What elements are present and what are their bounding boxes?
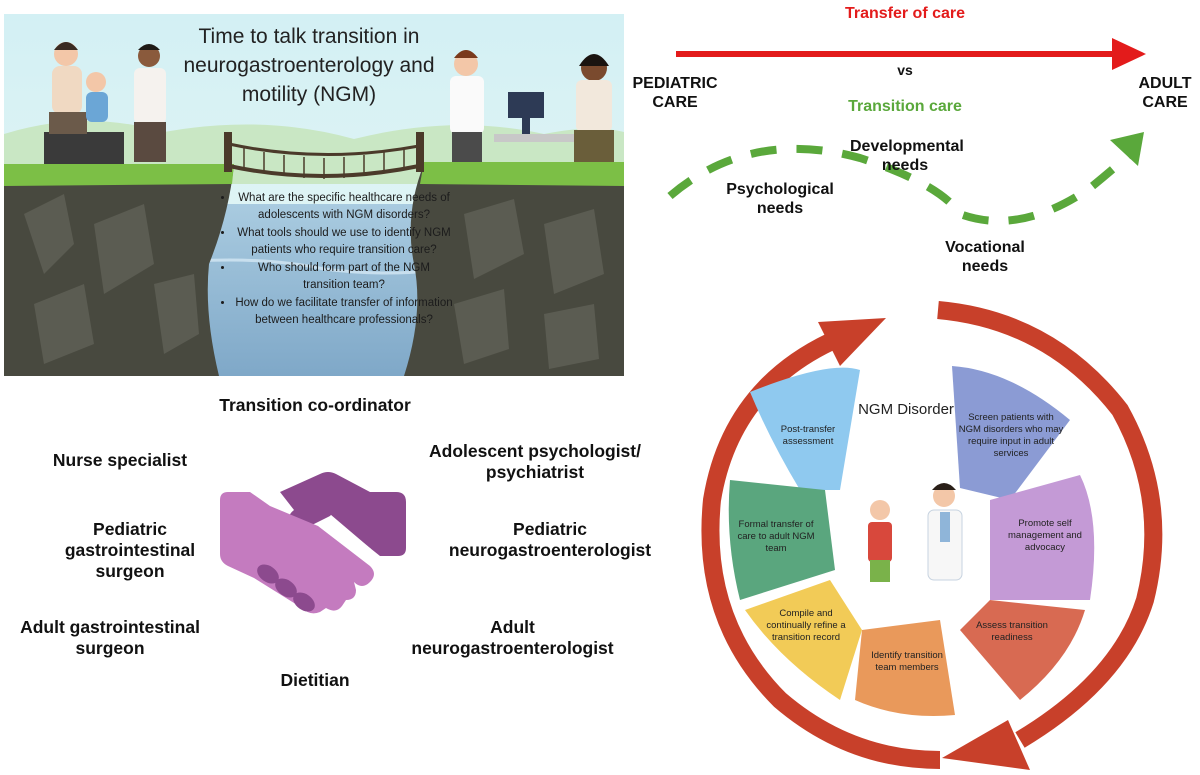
team-dietitian: Dietitian — [280, 670, 350, 690]
doctor-figure — [933, 485, 955, 507]
transition-care-title: Transition care — [848, 98, 962, 115]
team-adult-surgeon: Adult gastrointestinal surgeon — [20, 617, 200, 658]
cycle-arrowhead-top — [818, 318, 886, 366]
question-item: Who should form part of the NGM transiti… — [234, 260, 454, 294]
psychological-needs-label: Psychological needs — [726, 181, 834, 217]
segment-identify — [855, 620, 955, 716]
child-figure — [870, 500, 890, 520]
team-coordinator: Transition co-ordinator — [219, 395, 411, 415]
step-formal-transfer: Formal transfer of care to adult NGM tea… — [737, 519, 815, 554]
handshake-icon — [220, 472, 406, 614]
bridge-scene-illustration — [4, 14, 624, 376]
transfer-of-care-title: Transfer of care — [844, 5, 966, 22]
vs-label: vs — [897, 62, 913, 78]
panel-title: Time to talk transition in neurogastroen… — [183, 25, 435, 106]
segment-assess — [960, 600, 1085, 700]
question-item: What tools should we use to identify NGM… — [234, 225, 454, 259]
segment-screen — [952, 366, 1070, 500]
step-post-transfer: Post-transfer assessment — [780, 424, 836, 447]
developmental-needs-label: Developmental needs — [850, 138, 964, 174]
segment-promote — [990, 475, 1095, 600]
transfer-arrow — [676, 38, 1146, 70]
step-promote: Promote self management and advocacy — [1008, 518, 1082, 553]
step-identify: Identify transition team members — [871, 650, 943, 673]
team-nurse-specialist: Nurse specialist — [52, 450, 188, 470]
segment-post-transfer — [750, 367, 860, 490]
vocational-needs-label: Vocational needs — [945, 239, 1025, 275]
ngm-disorder-label: NGM Disorder — [858, 401, 954, 418]
segment-formal-transfer — [728, 480, 835, 600]
cycle-arrow-left — [701, 333, 941, 769]
question-item: What are the specific healthcare needs o… — [234, 190, 454, 224]
segment-compile — [745, 580, 862, 700]
team-adult-neuro: Adult neurogastroenterologist — [411, 617, 614, 658]
team-adolescent-psych: Adolescent psychologist/ psychiatrist — [429, 441, 641, 482]
question-list: What are the specific healthcare needs o… — [216, 190, 454, 330]
illustration-panel: Time to talk transition in neurogastroen… — [4, 14, 624, 376]
team-pediatric-neuro: Pediatric neurogastroenterologist — [448, 519, 652, 560]
cycle-arrowhead-bottom — [942, 720, 1030, 770]
team-pediatric-surgeon: Pediatric gastrointestinal surgeon — [64, 519, 196, 581]
transition-care-dashed-arrow — [667, 132, 1144, 225]
ngm-transition-cycle — [701, 301, 1163, 770]
pediatric-care-label: PEDIATRIC CARE — [632, 75, 718, 111]
question-item: How do we facilitate transfer of informa… — [234, 295, 454, 329]
cycle-arrow-right — [937, 301, 1163, 748]
adult-care-label: ADULT CARE — [1138, 75, 1192, 111]
step-assess: Assess transition readiness — [976, 620, 1048, 643]
step-compile: Compile and continually refine a transit… — [766, 608, 846, 643]
step-screen: Screen patients with NGM disorders who m… — [958, 412, 1064, 459]
